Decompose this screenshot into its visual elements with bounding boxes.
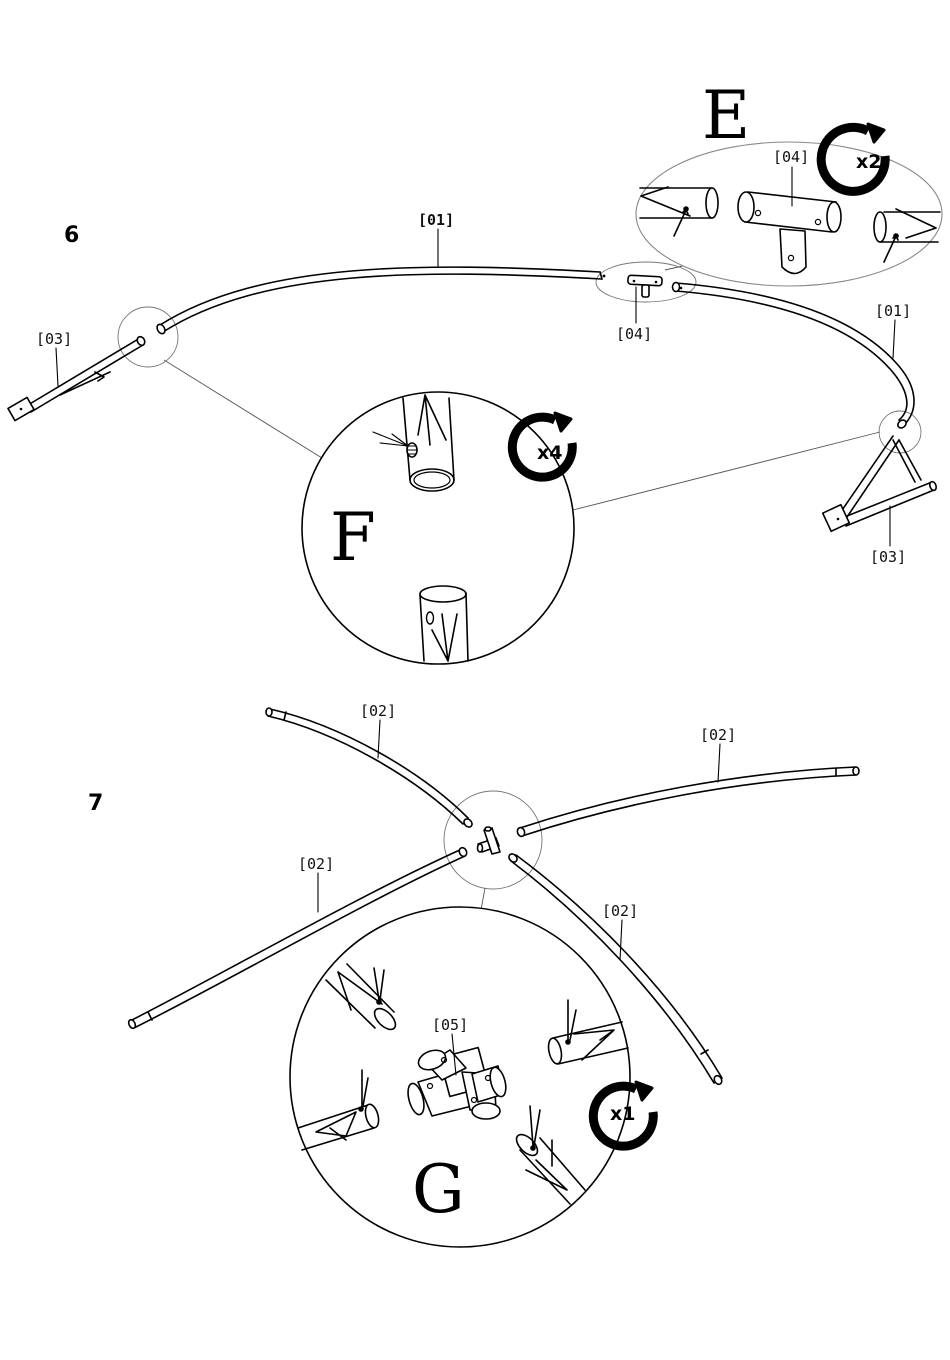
detail-e-label-04: [04] <box>773 148 809 166</box>
connector-04-small <box>628 275 662 297</box>
label-pole-02-top-left: [02] <box>360 702 396 720</box>
step-6-number: 6 <box>64 223 79 248</box>
detail-f-letter: F <box>330 499 376 576</box>
hub-05-small <box>478 827 501 854</box>
detail-e-letter: E <box>702 77 750 154</box>
detail-e: E [04] <box>636 77 942 286</box>
label-connector-04: [04] <box>616 325 652 343</box>
step-7: 7 <box>88 702 859 1247</box>
detail-f-count: x4 <box>537 442 562 464</box>
step-6: 6 <box>8 77 942 664</box>
detail-g-label-05: [05] <box>432 1016 468 1034</box>
label-pole-02-bottom-left: [02] <box>298 855 334 873</box>
detail-g-count: x1 <box>610 1103 635 1125</box>
step-7-number: 7 <box>88 791 103 816</box>
label-pole-02-top-right: [02] <box>700 726 736 744</box>
leg-03-left <box>8 335 146 420</box>
detail-g: G [05] <box>290 907 653 1247</box>
pole-01-left <box>155 267 605 335</box>
leg-03-right <box>823 436 938 531</box>
label-leg-03-right: [03] <box>870 548 906 566</box>
label-pole-01-top: [01] <box>418 211 454 229</box>
label-leg-03-left: [03] <box>36 330 72 348</box>
pole-02-top-right <box>516 767 859 837</box>
detail-e-count: x2 <box>856 151 881 173</box>
joint-circle-left <box>118 307 178 367</box>
detail-f-leader-left <box>164 360 322 458</box>
label-pole-01-right: [01] <box>875 302 911 320</box>
pole-02-top-left <box>266 708 474 829</box>
label-pole-02-bottom-right: [02] <box>602 902 638 920</box>
detail-f-leader-right <box>573 432 880 510</box>
detail-g-letter: G <box>412 1151 465 1228</box>
detail-f: F x4 <box>302 392 574 664</box>
detail-g-leader <box>481 888 485 910</box>
